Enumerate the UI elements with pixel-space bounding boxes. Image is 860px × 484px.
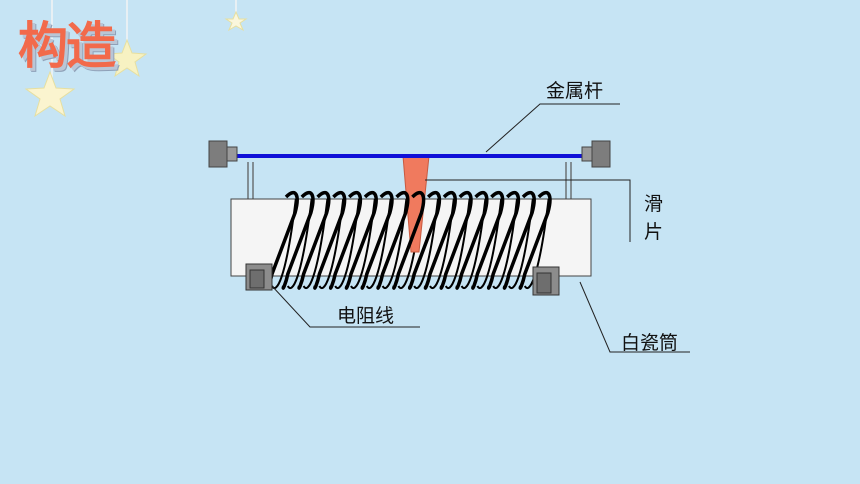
leader-metal-rod: [485, 103, 620, 153]
coil-turn: [313, 191, 347, 290]
coil-turn: [502, 191, 536, 290]
coil-turn: [281, 191, 315, 290]
coil-turn: [407, 191, 442, 290]
rod-end-cap-left: [226, 146, 238, 162]
label-resistance-wire: 电阻线: [337, 305, 395, 327]
label-porcelain-tube: 白瓷筒: [621, 332, 679, 354]
coil-turn: [455, 191, 489, 290]
leader-porcelain-tube: [579, 281, 690, 353]
label-slider-line1: 滑: [644, 193, 664, 215]
star-icon: [24, 70, 76, 118]
star-icon: [106, 38, 148, 78]
coil-turn: [392, 191, 426, 290]
coil-turn: [471, 191, 505, 290]
coil-turn: [439, 191, 473, 290]
label-slider: 滑 片: [644, 190, 666, 246]
coil-turn: [376, 191, 410, 290]
coil-turn: [518, 191, 552, 290]
coil-turn: [328, 191, 363, 290]
coil-turn: [423, 191, 457, 290]
coil-turn: [344, 191, 378, 290]
terminal-left: [245, 263, 273, 291]
terminal-right: [532, 266, 560, 296]
coil-turn: [360, 191, 394, 290]
leader-slider: [425, 179, 631, 242]
page-title: 构造: [18, 17, 116, 75]
coil-turn: [297, 191, 331, 290]
resistance-wire: [265, 191, 552, 290]
rod-end-cap-left: [208, 140, 228, 168]
rod-end-cap-right: [591, 140, 611, 168]
star-icon: [224, 10, 248, 32]
coil-turn: [486, 191, 521, 290]
rod-end-cap-right: [581, 146, 593, 162]
label-slider-line2: 片: [644, 221, 664, 243]
label-metal-rod: 金属杆: [546, 80, 604, 102]
leader-resistance-wire: [271, 285, 420, 328]
